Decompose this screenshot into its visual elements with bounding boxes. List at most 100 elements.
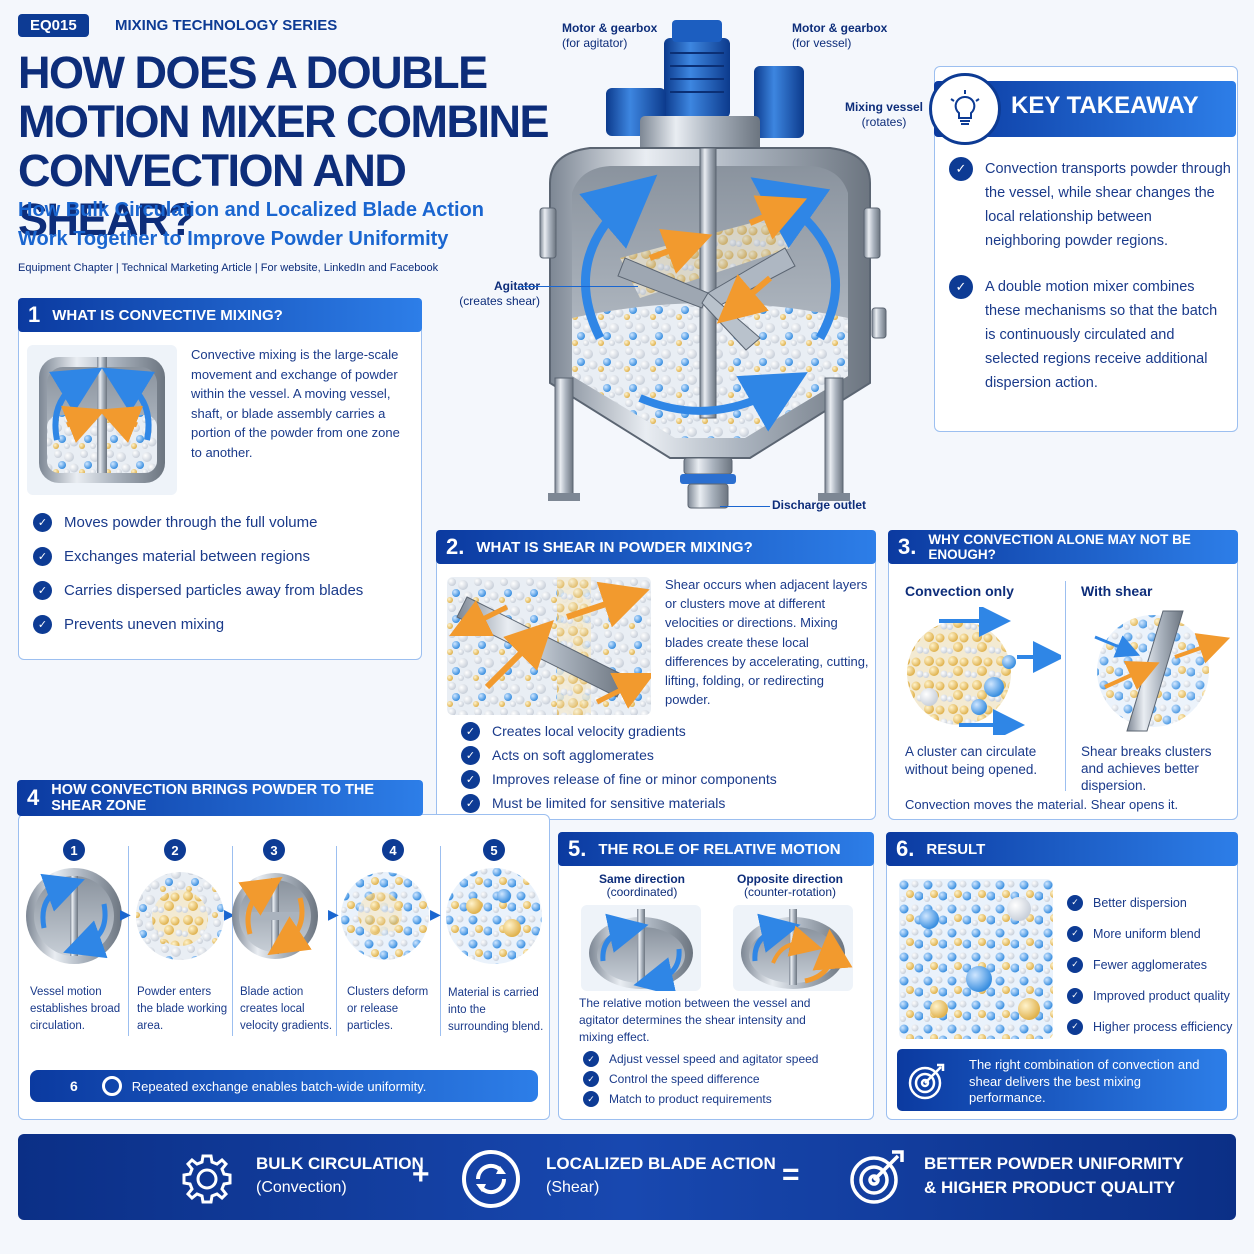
- check-icon: ✓: [33, 614, 52, 634]
- list-item: ✓More uniform blend: [1067, 918, 1235, 949]
- callout-motor-agitator: Motor & gearbox(for agitator): [562, 21, 658, 50]
- step-3-caption: Blade action creates local velocity grad…: [240, 986, 333, 1032]
- convection-only-illustration: [907, 607, 1061, 735]
- blade-rotation-icon: [462, 1150, 520, 1208]
- discharge-outlet-illustration: [680, 474, 736, 484]
- shear-blade-image: [447, 577, 651, 715]
- callout-mixing-vessel: Mixing vessel(rotates): [844, 100, 924, 129]
- banner-bulk-circulation: BULK CIRCULATION: [256, 1154, 424, 1173]
- check-icon: ✓: [1067, 925, 1083, 942]
- check-icon: ✓: [33, 580, 52, 600]
- step-6-number: 6: [70, 1078, 78, 1094]
- list-item: ✓Moves powder through the full volume: [33, 505, 413, 539]
- callout-agitator: Agitator(creates shear): [459, 279, 540, 308]
- step-divider: [336, 846, 337, 1036]
- convection-only-title: Convection only: [905, 583, 1014, 599]
- list-item: ✓Higher process efficiency: [1067, 1011, 1235, 1042]
- double-motion-mixer-illustration: [539, 20, 887, 509]
- section-5-text: The relative motion between the vessel a…: [579, 996, 811, 1044]
- check-icon: ✓: [1067, 987, 1083, 1004]
- list-item: ✓Prevents uneven mixing: [33, 607, 413, 641]
- takeaway-item: ✓ Convection transports powder through t…: [949, 157, 1231, 253]
- section-3-footer: Convection moves the material. Shear ope…: [905, 797, 1179, 812]
- step-3-number: 3: [263, 839, 285, 861]
- step-divider: [440, 846, 441, 1036]
- convection-only-caption: A cluster can circulate without being op…: [905, 744, 1038, 777]
- list-item: ✓Adjust vessel speed and agitator speed: [583, 1049, 873, 1069]
- lightbulb-icon: [929, 73, 1001, 145]
- callout-discharge-outlet: Discharge outlet: [772, 498, 867, 512]
- list-item: ✓Better dispersion: [1067, 887, 1235, 918]
- arrow-right-icon: ▶: [120, 906, 131, 922]
- arrow-right-icon: ▶: [224, 906, 235, 922]
- check-icon: ✓: [1067, 956, 1083, 973]
- check-icon: ✓: [33, 512, 52, 532]
- check-icon: ✓: [33, 546, 52, 566]
- banner-convection: (Convection): [256, 1179, 347, 1196]
- check-icon: ✓: [1067, 894, 1083, 911]
- banner-plus: +: [412, 1158, 430, 1191]
- callout-agitator-line: [518, 286, 638, 287]
- same-direction-label: Same direction(coordinated): [598, 872, 686, 899]
- step-2-caption: Powder enters the blade working area.: [137, 986, 228, 1032]
- step-divider: [232, 846, 233, 1036]
- list-item: ✓Acts on soft agglomerates: [461, 743, 861, 767]
- list-item: ✓Improved product quality: [1067, 980, 1235, 1011]
- check-icon: ✓: [583, 1071, 599, 1087]
- check-icon: ✓: [461, 769, 480, 789]
- step-3-blade-action-image: [232, 873, 318, 959]
- step-4-cluster-deform-image: [341, 872, 429, 960]
- article-meta: Equipment Chapter | Technical Marketing …: [18, 262, 439, 274]
- arrow-right-icon: ▶: [328, 906, 339, 922]
- callout-outlet-line: [720, 506, 770, 507]
- vessel-motor-illustration: [754, 66, 804, 138]
- check-icon: ✓: [1067, 1018, 1083, 1035]
- takeaway-item: ✓ A double motion mixer combines these m…: [949, 275, 1231, 395]
- section-result: 6.RESULT ✓Better dispersion ✓More unifor…: [886, 832, 1238, 1120]
- with-shear-title: With shear: [1081, 583, 1153, 599]
- check-icon: ✓: [461, 793, 480, 813]
- section-convection-to-shear: [18, 814, 550, 1120]
- result-blend-image: [899, 879, 1053, 1039]
- check-icon: ✓: [583, 1051, 599, 1067]
- step-divider: [128, 846, 129, 1036]
- target-icon: [850, 1150, 904, 1204]
- step-5-number: 5: [483, 839, 505, 861]
- step-2-number: 2: [164, 839, 186, 861]
- section-6-checklist: ✓Better dispersion ✓More uniform blend ✓…: [1067, 887, 1235, 1042]
- list-item: ✓Control the speed difference: [583, 1069, 873, 1089]
- target-icon: [908, 1063, 945, 1100]
- summary-banner: BULK CIRCULATION (Convection) + LOCALIZE…: [18, 1134, 1236, 1220]
- banner-result-line2: & HIGHER PRODUCT QUALITY: [924, 1178, 1176, 1197]
- list-item: ✓Carries dispersed particles away from b…: [33, 573, 413, 607]
- step-6-text: Repeated exchange enables batch-wide uni…: [131, 1078, 427, 1094]
- page-title: HOW DOES A DOUBLE MOTION MIXER COMBINE C…: [18, 47, 550, 245]
- check-icon: ✓: [583, 1091, 599, 1107]
- section-2-text: Shear occurs when adjacent layers or clu…: [665, 577, 869, 708]
- check-icon: ✓: [949, 275, 973, 299]
- list-item: ✓Fewer agglomerates: [1067, 949, 1235, 980]
- step-1-vessel-circulation-image: [26, 868, 122, 964]
- with-shear-caption: Shear breaks clusters and achieves bette…: [1081, 744, 1212, 793]
- check-icon: ✓: [949, 157, 973, 181]
- article-code-badge: EQ015: [18, 14, 89, 37]
- refresh-cycle-icon: [101, 1076, 122, 1096]
- with-shear-illustration: [1075, 607, 1231, 735]
- step-4-number: 4: [382, 839, 404, 861]
- section-6-header: 6.RESULT: [886, 832, 1238, 866]
- section-5-header: 5.THE ROLE OF RELATIVE MOTION: [558, 832, 874, 866]
- section-3-header: 3.WHY CONVECTION ALONE MAY NOT BE ENOUGH…: [888, 530, 1238, 564]
- list-item: ✓Exchanges material between regions: [33, 539, 413, 573]
- convective-mixing-image: [27, 345, 177, 495]
- section-2-checklist: ✓Creates local velocity gradients ✓Acts …: [461, 719, 861, 815]
- section-shear: 2.WHAT IS SHEAR IN POWDER MIXING? Shear …: [436, 530, 876, 820]
- list-item: ✓Creates local velocity gradients: [461, 719, 861, 743]
- gear-icon: [182, 1154, 232, 1204]
- opposite-direction-label: Opposite direction(counter-rotation): [736, 872, 843, 899]
- list-item: ✓Improves release of fine or minor compo…: [461, 767, 861, 791]
- section-why-convection: 3.WHY CONVECTION ALONE MAY NOT BE ENOUGH…: [888, 530, 1238, 820]
- comparison-divider: [1065, 581, 1066, 791]
